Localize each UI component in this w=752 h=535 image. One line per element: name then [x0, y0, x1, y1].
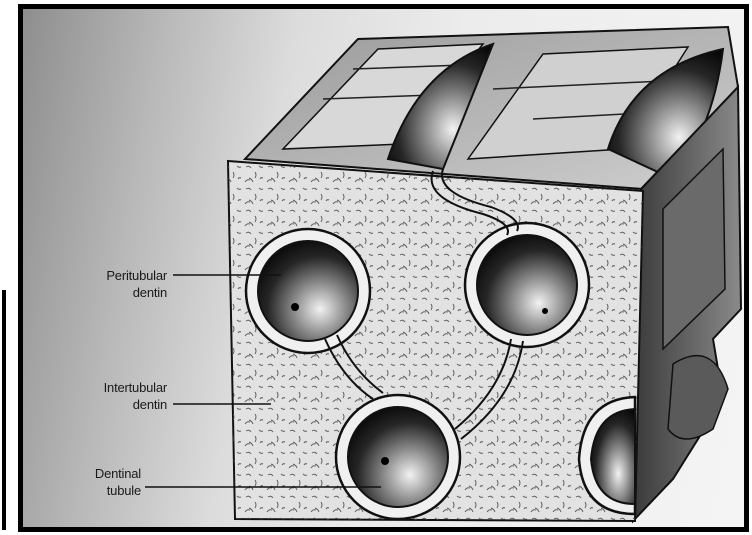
- peritubular-ring-upper-right: [465, 223, 589, 347]
- label-intertubular-dentin: Intertubular dentin: [39, 379, 167, 413]
- label-peritubular-line2: dentin: [39, 284, 167, 301]
- left-bracket-line: [2, 290, 8, 530]
- peritubular-ring-upper-left: [246, 229, 370, 353]
- label-peritubular-line1: Peritubular: [39, 267, 167, 284]
- label-dentinal-tubule: Dentinal tubule: [39, 465, 141, 499]
- label-intertubular-line1: Intertubular: [39, 379, 167, 396]
- label-intertubular-line2: dentin: [39, 396, 167, 413]
- label-tubule-line2: tubule: [39, 482, 141, 499]
- label-tubule-line1: Dentinal: [39, 465, 141, 482]
- diagram-panel: Peritubular dentin Intertubular dentin D…: [18, 4, 749, 532]
- peritubular-ring-lower: [336, 395, 460, 519]
- label-peritubular-dentin: Peritubular dentin: [39, 267, 167, 301]
